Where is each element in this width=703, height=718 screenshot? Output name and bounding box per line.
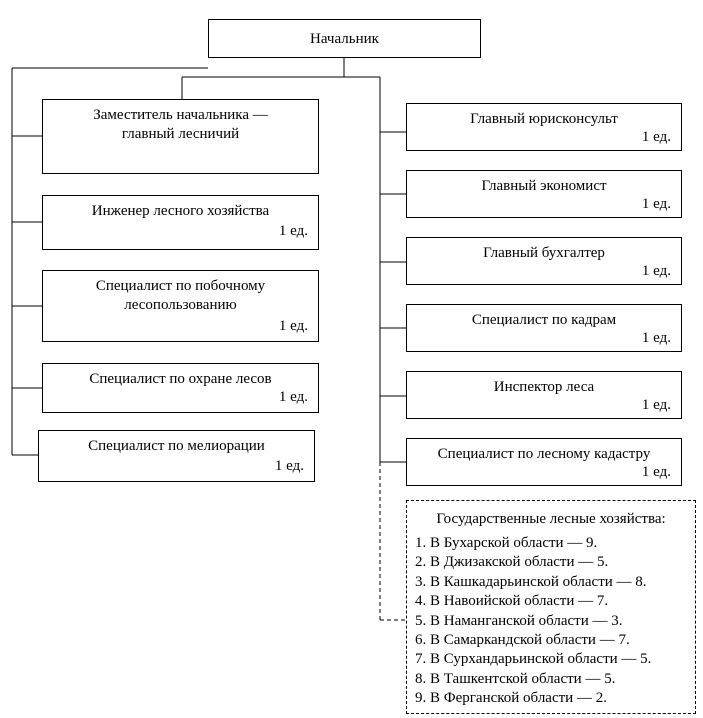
left-box-units: 1 ед. [278, 318, 308, 334]
right-box-4: Специалист по кадрам 1 ед. [406, 304, 682, 352]
right-box-title: Главный бухгалтер [483, 245, 605, 261]
right-box-6: Специалист по лесному кадастру 1 ед. [406, 438, 682, 486]
deputy-box: Заместитель начальника — главный лесничи… [42, 99, 319, 174]
right-box-1: Главный юрисконсульт 1 ед. [406, 103, 682, 151]
right-box-units: 1 ед. [641, 263, 671, 279]
list-item: 2. В Джизакской области — 5. [415, 554, 609, 571]
list-item: 4. В Навоийской области — 7. [415, 593, 609, 610]
list-item: 9. В Ферганской области — 2. [415, 690, 607, 707]
right-box-units: 1 ед. [641, 330, 671, 346]
left-box-1: Инженер лесного хозяйства 1 ед. [42, 195, 319, 250]
list-item: 6. В Самаркандской области — 7. [415, 632, 630, 649]
head-label: Начальник [310, 31, 379, 47]
right-box-title: Главный экономист [481, 178, 607, 194]
right-box-title: Специалист по лесному кадастру [437, 446, 651, 462]
left-box-title: Специалист по мелиорации [88, 438, 265, 454]
list-item: 1. В Бухарской области — 9. [415, 535, 598, 551]
deputy-label: Заместитель начальника — главный лесничи… [93, 107, 268, 142]
left-box-units: 1 ед. [274, 458, 304, 474]
right-box-3: Главный бухгалтер 1 ед. [406, 237, 682, 285]
enterprises-list: 1. В Бухарской области — 9. 2. В Джизакс… [415, 534, 651, 709]
list-item: 3. В Кашкадарьинской области — 8. [415, 573, 647, 590]
left-box-2: Специалист по побочному лесопользованию … [42, 270, 319, 342]
left-box-title: Инженер лесного хозяйства [91, 203, 270, 219]
right-box-title: Специалист по кадрам [471, 312, 617, 328]
left-box-title: Специалист по охране лесов [89, 371, 272, 387]
right-box-5: Инспектор леса 1 ед. [406, 371, 682, 419]
left-box-4: Специалист по мелиорации 1 ед. [38, 430, 315, 482]
right-box-units: 1 ед. [641, 397, 671, 413]
right-box-units: 1 ед. [641, 196, 671, 212]
forestry-enterprises-box: Государственные лесные хозяйства: 1. В Б… [406, 500, 696, 714]
right-box-units: 1 ед. [641, 129, 671, 145]
right-box-2: Главный экономист 1 ед. [406, 170, 682, 218]
enterprises-header: Государственные лесные хозяйства: [436, 511, 666, 527]
right-box-title: Главный юрисконсульт [470, 111, 618, 127]
right-box-title: Инспектор леса [493, 379, 595, 395]
left-box-units: 1 ед. [278, 223, 308, 239]
left-box-3: Специалист по охране лесов 1 ед. [42, 363, 319, 413]
left-box-units: 1 ед. [278, 389, 308, 405]
list-item: 8. В Ташкентской области — 5. [415, 670, 616, 687]
left-box-title: Специалист по побочному лесопользованию [95, 278, 266, 313]
list-item: 5. В Наманганской области — 3. [415, 612, 623, 629]
right-box-units: 1 ед. [641, 464, 671, 480]
head-box: Начальник [208, 19, 481, 58]
list-item: 7. В Сурхандарьинской области — 5. [415, 651, 652, 668]
